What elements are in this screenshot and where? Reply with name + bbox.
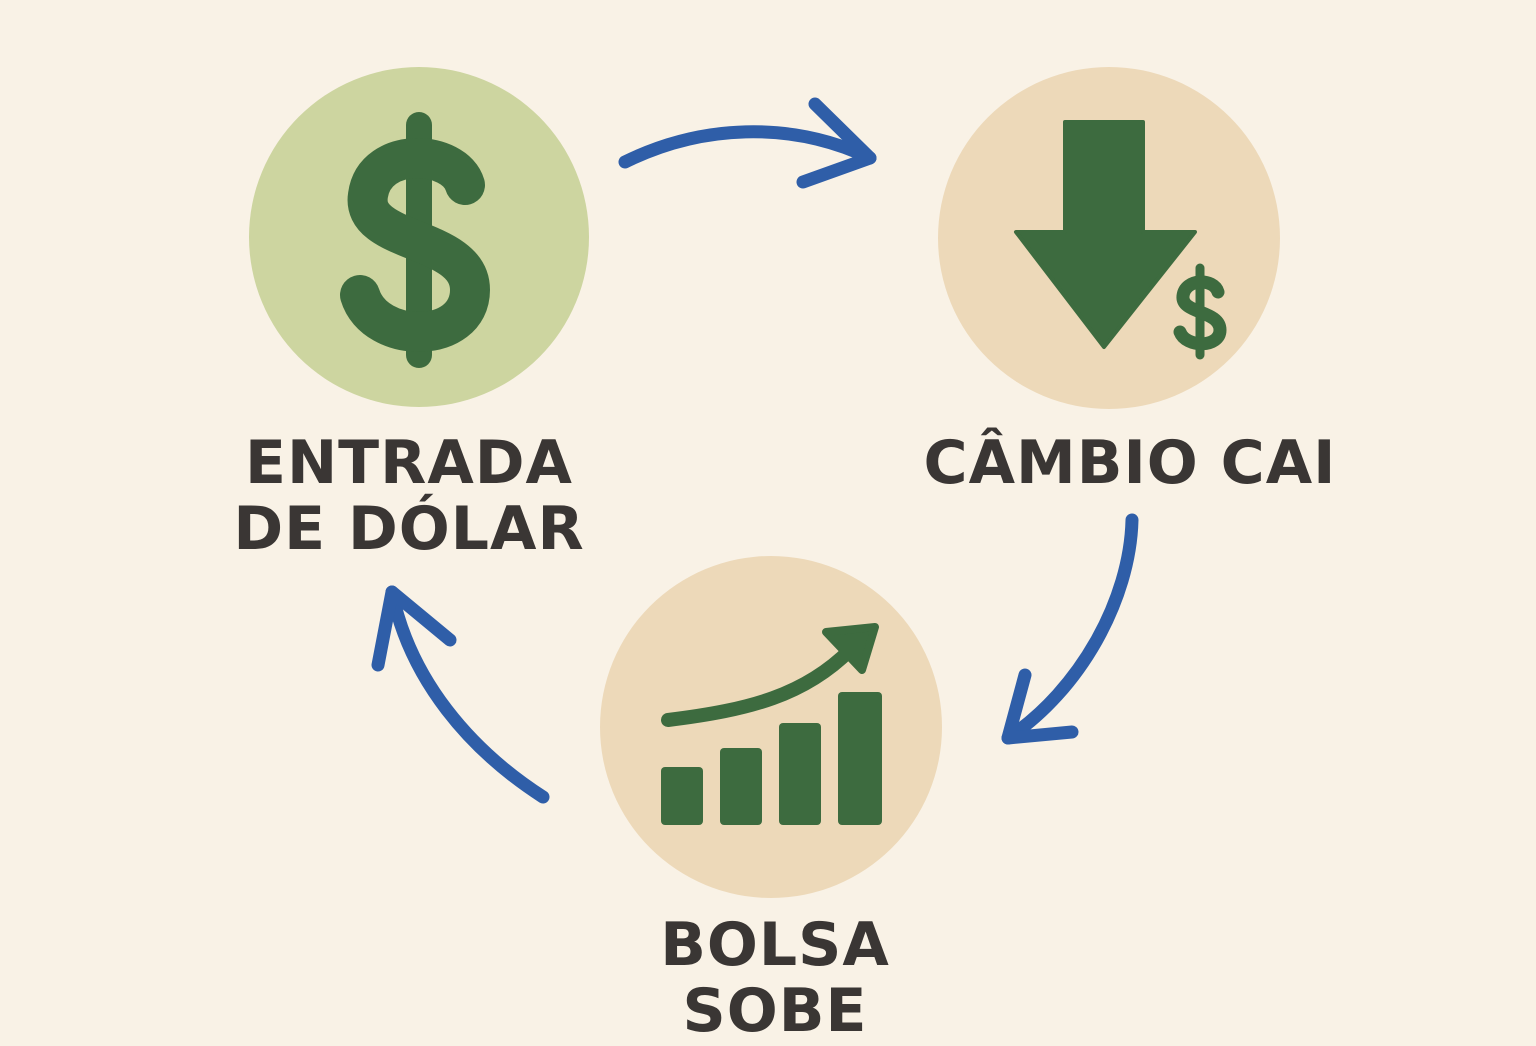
cambio-label: CÂMBIO CAI	[923, 428, 1337, 498]
arrow-bolsa-to-entrada	[371, 585, 550, 804]
down-arrow-dollar-icon	[1014, 120, 1227, 360]
dollar-sign-icon	[340, 112, 491, 368]
entrada-label-line2: DE DÓLAR	[233, 494, 585, 564]
bolsa-circle	[600, 556, 942, 898]
arrow-entrada-to-cambio	[618, 97, 877, 189]
entrada-label-line1: ENTRADA	[244, 428, 573, 498]
entrada-label: ENTRADA DE DÓLAR	[229, 430, 589, 562]
arrow-cambio-to-bolsa	[1001, 513, 1139, 745]
bolsa-label: BOLSA SOBE	[660, 910, 890, 1046]
rising-bar-chart-icon	[661, 623, 882, 825]
cycle-diagram	[249, 67, 1280, 898]
